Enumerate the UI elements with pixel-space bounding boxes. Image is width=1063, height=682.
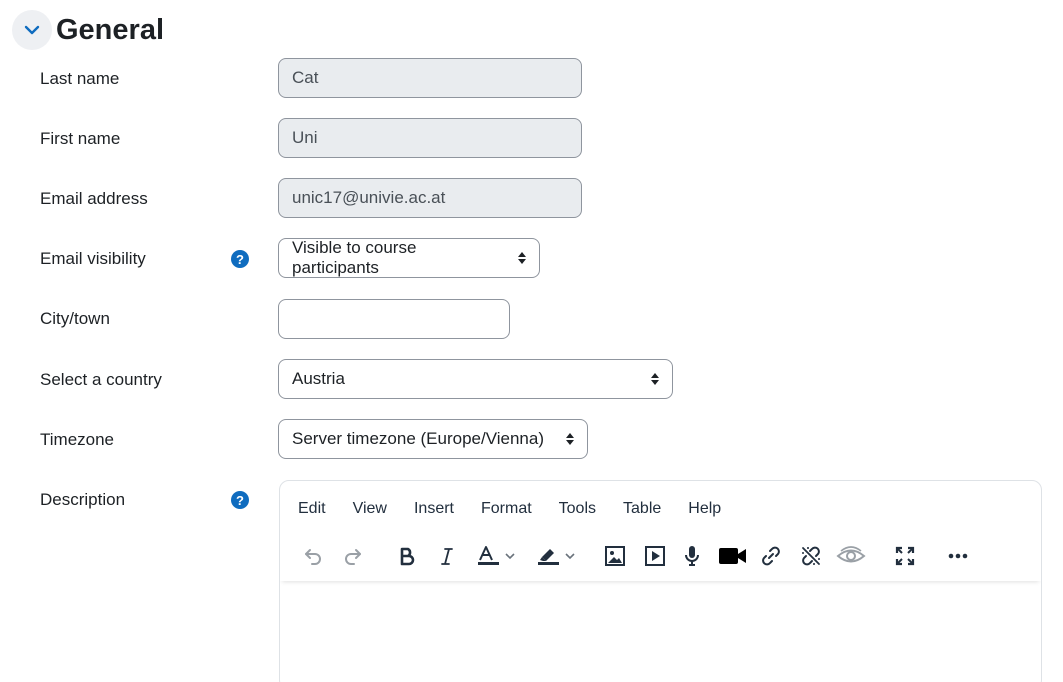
email-visibility-help-icon[interactable]: ? [231,250,249,268]
insert-media-button[interactable] [640,539,670,573]
timezone-select[interactable]: Server timezone (Europe/Vienna) [278,419,588,459]
description-label: Description [40,490,126,509]
more-toolbar-button[interactable] [942,539,974,573]
redo-button[interactable] [338,539,368,573]
email-visibility-value: Visible to course participants [292,238,417,277]
editor-menubar: Edit View Insert Format Tools Table Help [294,498,744,520]
country-value: Austria [292,369,345,388]
undo-button[interactable] [298,539,328,573]
redo-icon [345,549,361,565]
record-video-button[interactable] [716,539,750,573]
chevron-down-icon [505,553,515,560]
accessibility-checker-icon [836,546,866,563]
select-caret-icon [518,252,526,264]
email-label: Email address [40,189,148,208]
record-audio-button[interactable] [678,539,706,573]
highlight-color-button[interactable] [530,539,582,573]
image-icon [605,546,625,566]
italic-icon [441,548,453,565]
timezone-value: Server timezone (Europe/Vienna) [292,429,544,448]
highlight-color-icon [538,549,559,565]
first-name-field[interactable]: Uni [278,118,582,158]
email-visibility-select[interactable]: Visible to course participants [278,238,540,278]
last-name-value: Cat [292,68,319,87]
description-help-icon[interactable]: ? [231,491,249,509]
country-select[interactable]: Austria [278,359,673,399]
first-name-label: First name [40,129,121,148]
city-label: City/town [40,309,110,328]
undo-icon [305,549,321,565]
menu-view[interactable]: View [352,500,387,517]
collapse-section-button[interactable] [12,10,52,50]
insert-image-button[interactable] [600,539,630,573]
unlink-icon [802,546,820,566]
menu-help[interactable]: Help [688,500,722,517]
link-icon [762,546,780,566]
select-caret-icon [566,433,574,445]
timezone-label: Timezone [40,430,115,449]
bold-button[interactable] [392,539,422,573]
description-editor-content[interactable] [280,581,1041,682]
menu-insert[interactable]: Insert [413,500,454,517]
menu-tools[interactable]: Tools [558,500,597,517]
media-icon [645,546,665,566]
first-name-value: Uni [292,128,318,147]
description-editor: Edit View Insert Format Tools Table Help [279,480,1042,682]
editor-toolbar [280,535,1041,581]
country-label: Select a country [40,370,162,389]
section-header-general: General [12,9,164,51]
section-title: General [56,13,164,46]
menu-format[interactable]: Format [480,500,532,517]
text-color-icon [478,546,499,565]
fullscreen-icon [895,546,915,566]
insert-link-button[interactable] [756,539,786,573]
email-value: unic17@univie.ac.at [292,188,446,207]
record-audio-icon [685,546,699,566]
italic-button[interactable] [432,539,462,573]
fullscreen-button[interactable] [890,539,920,573]
city-input[interactable] [278,299,510,339]
menu-table[interactable]: Table [623,500,662,517]
select-caret-icon [651,373,659,385]
text-color-button[interactable] [470,539,522,573]
last-name-field[interactable]: Cat [278,58,582,98]
chevron-down-icon [24,25,40,35]
email-visibility-label: Email visibility [40,249,146,268]
record-video-icon [719,548,746,564]
accessibility-checker-button[interactable] [834,539,868,573]
chevron-down-icon [565,553,575,560]
last-name-label: Last name [40,69,120,88]
unlink-button[interactable] [796,539,826,573]
email-field[interactable]: unic17@univie.ac.at [278,178,582,218]
menu-edit[interactable]: Edit [298,500,326,517]
bold-icon [400,547,415,566]
more-icon [948,553,968,559]
